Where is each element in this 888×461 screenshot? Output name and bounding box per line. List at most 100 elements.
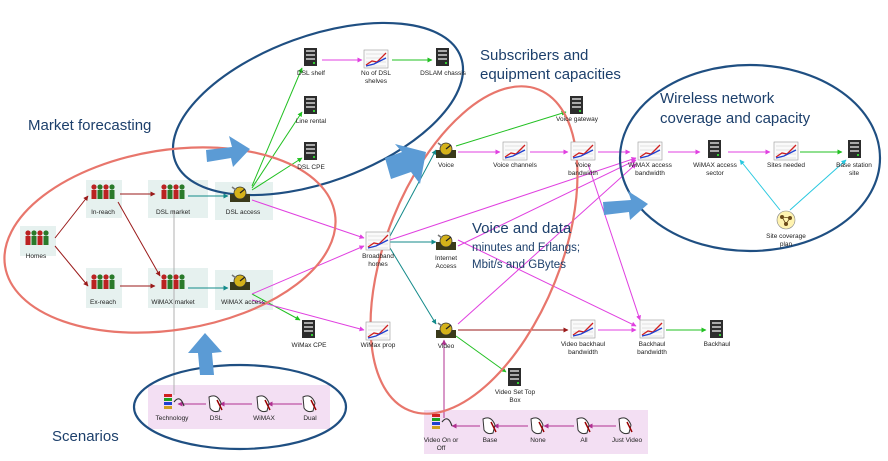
dsl-market-people-icon [161, 184, 185, 199]
dual-option-icon [302, 395, 317, 413]
backhaul-bandwidth-chart-icon [639, 319, 665, 339]
label-wimax: WiMAX [253, 415, 275, 422]
label-backhaul: Backhaul [704, 341, 731, 348]
label-wimax-market: WiMAX market [151, 299, 195, 306]
voice-gateway-icon [570, 96, 583, 114]
connectors [54, 57, 847, 429]
wimax-access-bandwidth-chart-icon [637, 141, 663, 161]
all-option-icon [576, 417, 591, 435]
label-wimax-cpe: WiMax CPE [291, 342, 327, 349]
label-none: None [530, 437, 546, 444]
label-voice: Voice [438, 162, 454, 169]
subscribers-ellipse [171, 21, 465, 197]
wimax-market-people-icon [161, 274, 185, 289]
label-dsl-cpe: DSL CPE [297, 164, 325, 171]
label-backhaul-bandwidth-2: bandwidth [637, 349, 667, 356]
title-scenarios: Scenarios [52, 428, 119, 445]
label-video-set-top-box: Video Set Top [495, 389, 536, 396]
line-rental-icon [304, 96, 317, 114]
video-set-top-box-icon [508, 368, 521, 386]
internet-access-gauge-icon [436, 234, 456, 250]
video-on-off-selector-icon [432, 414, 453, 429]
voice-channels-chart-icon [502, 141, 528, 161]
label-voice-bandwidth: Voice [575, 162, 591, 169]
label-video-backhaul-bandwidth: Video backhaul [561, 341, 606, 348]
label-ex-reach: Ex-reach [90, 299, 116, 306]
wireless-ellipse [618, 63, 882, 253]
label-base: Base [483, 437, 498, 444]
label-wimax-access-sector-2: sector [706, 170, 725, 177]
title-subscribers-2: equipment capacities [480, 66, 621, 83]
label-wimax-access-bandwidth-2: bandwidth [635, 170, 665, 177]
just-video-option-icon [618, 417, 633, 435]
label-wimax-access-sector: WiMAX access [693, 162, 737, 169]
technology-selector-icon [164, 394, 185, 409]
base-option-icon [482, 417, 497, 435]
label-voice-channels: Voice channels [493, 162, 537, 169]
label-all: All [580, 437, 588, 444]
label-video-backhaul-bandwidth-2: bandwidth [568, 349, 598, 356]
label-base-station-site-2: site [849, 170, 860, 177]
in-reach-people-icon [91, 184, 115, 199]
voice-data-ellipse [369, 85, 579, 415]
label-site-coverage-plan: Site coverage [766, 233, 806, 240]
dsl-option-icon [208, 395, 223, 413]
video-gauge-icon [436, 322, 456, 338]
block-arrow-subscribers-to-voice [385, 144, 426, 184]
label-video: Video [438, 343, 455, 350]
voice-bandwidth-chart-icon [570, 141, 596, 161]
label-broadband-homes-2: homes [368, 261, 388, 268]
no-dsl-shelves-chart-icon [363, 49, 389, 69]
label-site-coverage-plan-2: plan [780, 241, 793, 248]
block-arrow-voice-to-wireless [603, 191, 648, 220]
dslam-chassis-icon [436, 48, 449, 66]
video-backhaul-bandwidth-chart-icon [570, 319, 596, 339]
ex-reach-people-icon [91, 274, 115, 289]
subtitle-voice-data-2: Mbit/s and GBytes [472, 259, 566, 271]
none-option-icon [530, 417, 545, 435]
label-dsl-shelf: DSL shelf [297, 70, 325, 77]
voice-gauge-icon [436, 142, 456, 158]
label-wimax-prop: WiMax prop [361, 342, 396, 349]
label-wimax-access-bandwidth: WiMAX access [628, 162, 672, 169]
label-line-rental: Line rental [296, 118, 327, 125]
site-coverage-plan-icon [776, 210, 796, 230]
label-video-set-top-box-2: Box [509, 397, 521, 404]
scenarios-ellipse [132, 363, 348, 451]
label-no-dsl-shelves: No of DSL [361, 70, 391, 77]
block-arrow-market-to-subscribers [206, 136, 250, 167]
label-internet-access-2: Access [436, 263, 458, 270]
homes-people-icon [25, 230, 49, 245]
label-broadband-homes: Broadband [362, 253, 394, 260]
label-voice-gateway: Voice gateway [556, 116, 599, 123]
label-dsl: DSL [210, 415, 223, 422]
label-technology: Technology [156, 415, 190, 422]
label-backhaul-bandwidth: Backhaul [639, 341, 666, 348]
dsl-cpe-icon [304, 142, 317, 160]
scenario-band-technology [148, 385, 330, 429]
subtitle-voice-data-1: minutes and Erlangs; [472, 242, 580, 254]
wimax-access-sector-icon [708, 140, 721, 158]
sites-needed-chart-icon [773, 141, 799, 161]
label-voice-bandwidth-2: bandwidth [568, 170, 598, 177]
wimax-access-gauge-icon [230, 274, 250, 290]
broadband-homes-chart-icon [365, 231, 391, 251]
label-base-station-site: Base station [836, 162, 872, 169]
label-dsl-access: DSL access [226, 209, 261, 216]
wimax-option-icon [256, 395, 271, 413]
label-sites-needed: Sites needed [767, 162, 805, 169]
title-wireless-2: coverage and capacity [660, 110, 811, 127]
market-ellipse [3, 146, 337, 334]
base-station-site-icon [848, 140, 861, 158]
title-market: Market forecasting [28, 117, 151, 134]
title-subscribers: Subscribers and [480, 47, 588, 64]
label-internet-access: Internet [435, 255, 457, 262]
label-dslam-chassis: DSLAM chassis [420, 70, 467, 77]
label-no-dsl-shelves-2: shelves [365, 78, 388, 85]
backhaul-icon [710, 320, 723, 338]
wimax-cpe-icon [302, 320, 315, 338]
label-dsl-market: DSL market [156, 209, 190, 216]
title-voice-data: Voice and data [472, 220, 572, 237]
dsl-access-gauge-icon [230, 186, 250, 202]
